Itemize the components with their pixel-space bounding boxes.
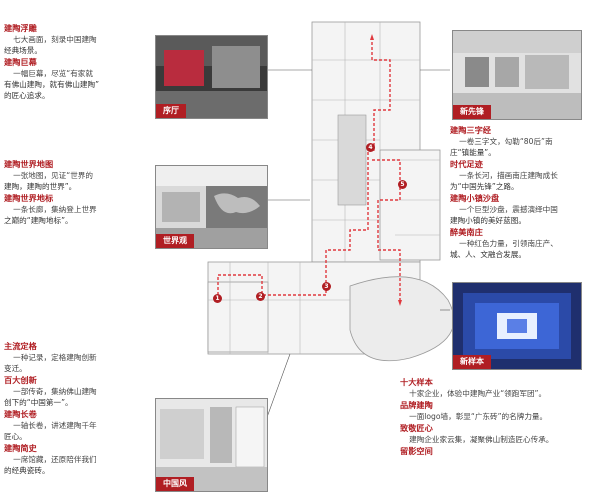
section-body: 一卷三字文，勾勒“80后”南	[459, 137, 553, 146]
route-marker-5: 5	[398, 180, 407, 189]
photo-caption: 序厅	[156, 104, 186, 118]
route-marker-4: 4	[366, 143, 375, 152]
section-heading: 建陶长卷	[4, 409, 37, 419]
section-body: 有佛山建陶，就有佛山建陶”	[4, 80, 100, 89]
left-text-top: 建陶浮雕 七大画面，刻录中国建陶 经典场景。 建陶巨幕 一幅巨幕，尽览“有家就 …	[4, 22, 154, 101]
photo-caption: 中国风	[156, 477, 194, 491]
photo-zhongguofeng: 中国风	[155, 398, 268, 492]
section-body: 一面logo墙，彰显“广东砖”的名牌力量。	[409, 412, 548, 421]
new-pioneer-hall-image	[453, 31, 581, 119]
section-body: 变迁。	[4, 364, 27, 373]
section-body: 一条长廊，集纳登上世界	[13, 205, 97, 214]
section-body: 建陶，建陶的世界”。	[4, 182, 77, 191]
section-heading: 留影空间	[400, 446, 433, 456]
section-body: 匠心。	[4, 432, 27, 441]
section-heading: 建陶世界地图	[4, 159, 54, 169]
section-heading: 致敬匠心	[400, 423, 433, 433]
section-body: 一轴长卷，讲述建陶千年	[13, 421, 97, 430]
world-map-hall-image	[156, 166, 267, 248]
section-body: 一条长河，描画南庄建陶成长	[459, 171, 558, 180]
section-body: 庄“镇能量”。	[450, 148, 496, 157]
section-body: 一种记录，定格建陶创新	[13, 353, 97, 362]
route-marker-1: 1	[213, 294, 222, 303]
photo-xuting: 序厅	[155, 35, 268, 119]
photo-caption: 世界观	[156, 234, 194, 248]
section-body: 一席馆藏，还原陪伴我们	[13, 455, 97, 464]
section-body: 十家企业，体验中建陶产业“领跑军团”。	[409, 389, 547, 398]
section-heading: 建陶简史	[4, 443, 37, 453]
photo-xinyangben: 新样本	[452, 282, 582, 370]
section-body: 的匠心追求。	[4, 91, 50, 100]
section-body: 建陶企业家云集，凝聚佛山制造匠心传承。	[409, 435, 554, 444]
section-heading: 主流定格	[4, 341, 37, 351]
section-body: 建陶小镇的美好蓝图。	[450, 216, 526, 225]
photo-caption: 新样本	[453, 355, 491, 369]
section-body: 的经典瓷砖。	[4, 466, 50, 475]
right-text-middle: 建陶三字经 一卷三字文，勾勒“80后”南 庄“镇能量”。 时代足迹 一条长河，描…	[450, 124, 596, 260]
section-heading: 建陶巨幕	[4, 57, 37, 67]
route-marker-2: 2	[256, 292, 265, 301]
section-heading: 醉美南庄	[450, 227, 483, 237]
photo-shijieguan: 世界观	[155, 165, 268, 249]
section-body: 创下的“中国第一”。	[4, 398, 73, 407]
route-marker-3: 3	[322, 282, 331, 291]
left-text-middle: 建陶世界地图 一张地图，见证“世界的 建陶，建陶的世界”。 建陶世界地标 一条长…	[4, 158, 154, 226]
section-heading: 十大样本	[400, 377, 433, 387]
section-body: 一部传奇，集纳佛山建陶	[13, 387, 97, 396]
section-body: 为“中国先锋”之路。	[450, 182, 519, 191]
section-heading: 建陶世界地标	[4, 193, 54, 203]
section-body: 一张地图，见证“世界的	[13, 171, 93, 180]
left-text-bottom: 主流定格 一种记录，定格建陶创新 变迁。 百大创新 一部传奇，集纳佛山建陶 创下…	[4, 340, 154, 476]
section-heading: 建陶小镇沙盘	[450, 193, 500, 203]
section-body: 经典场景。	[4, 46, 42, 55]
section-heading: 建陶三字经	[450, 125, 491, 135]
section-heading: 建陶浮雕	[4, 23, 37, 33]
photo-xinxianfeng: 新先锋	[452, 30, 582, 120]
section-body: 一种红色力量，引领南庄产、	[459, 239, 558, 248]
section-body: 一幅巨幕，尽览“有家就	[13, 69, 93, 78]
section-body: 城、人、文融合发展。	[450, 250, 526, 259]
new-sample-hall-image	[453, 283, 581, 369]
section-heading: 百大创新	[4, 375, 37, 385]
section-body: 之巅的“建陶地标”。	[4, 216, 73, 225]
photo-caption: 新先锋	[453, 105, 491, 119]
section-body: 七大画面，刻录中国建陶	[13, 35, 97, 44]
right-text-bottom: 十大样本 十家企业，体验中建陶产业“领跑军团”。 品牌建陶 一面logo墙，彰显…	[400, 376, 596, 457]
section-heading: 品牌建陶	[400, 400, 433, 410]
section-heading: 时代足迹	[450, 159, 483, 169]
section-body: 一个巨型沙盘，震撼演绎中国	[459, 205, 558, 214]
